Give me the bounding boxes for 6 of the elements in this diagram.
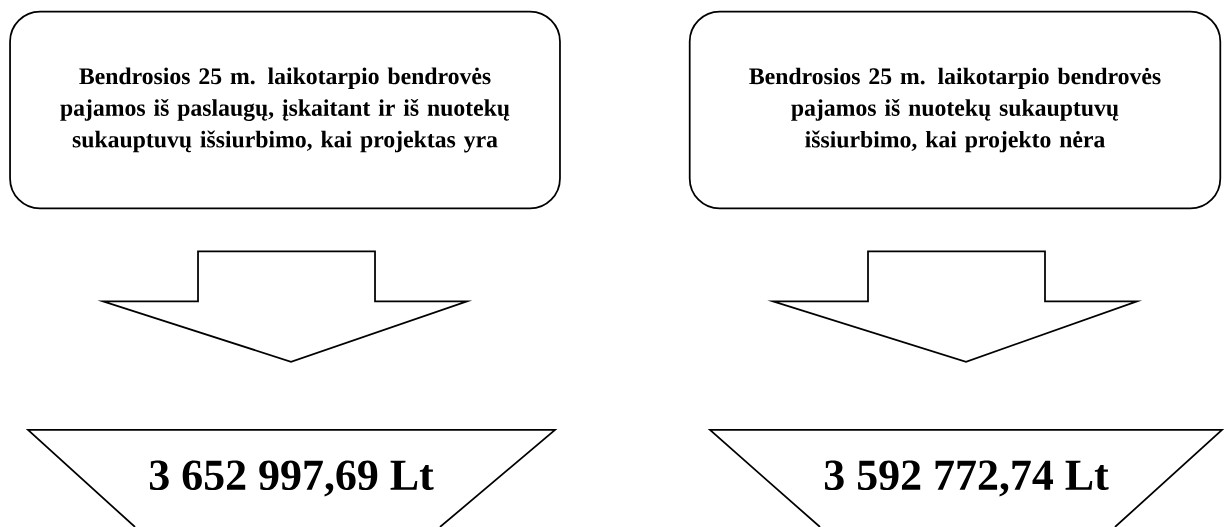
trapezoid-box: 3 592 772,74 Lt: [707, 429, 1225, 527]
block-arrow: [767, 250, 1143, 363]
text-box: Bendrosios 25 m. laikotarpio bendrovės pajamos iš nuotekų sukauptuvų išsiurbimo, kai projekto nėra: [688, 10, 1222, 210]
text-box: Bendrosios 25 m. laikotarpio bendrovės pajamos iš paslaugų, įskaitant ir iš nuotekų sukauptuvų išsiurbimo, kai projektas yra: [9, 10, 561, 210]
trapezoid-box: 3 652 997,69 Lt: [25, 429, 558, 527]
block-arrow: [97, 250, 473, 363]
